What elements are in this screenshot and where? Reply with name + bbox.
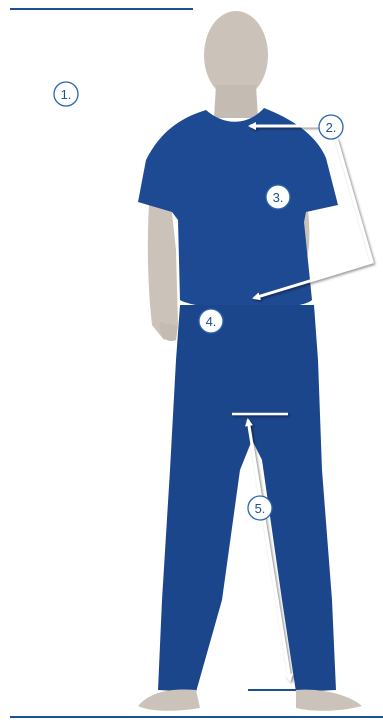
marker-1: 1.	[54, 82, 78, 106]
marker-2-label: 2.	[326, 120, 337, 135]
foot-left	[138, 690, 200, 711]
foot-right	[296, 690, 362, 711]
marker-4: 4.	[199, 309, 223, 333]
neck	[214, 85, 258, 118]
marker-3-label: 3.	[273, 190, 284, 205]
marker-5-label: 5.	[255, 501, 266, 516]
trousers	[158, 305, 336, 692]
marker-4-label: 4.	[206, 314, 217, 329]
marker-5: 5.	[248, 496, 272, 520]
marker-3: 3.	[266, 185, 290, 209]
marker-1-label: 1.	[61, 87, 72, 102]
marker-2: 2.	[319, 115, 343, 139]
